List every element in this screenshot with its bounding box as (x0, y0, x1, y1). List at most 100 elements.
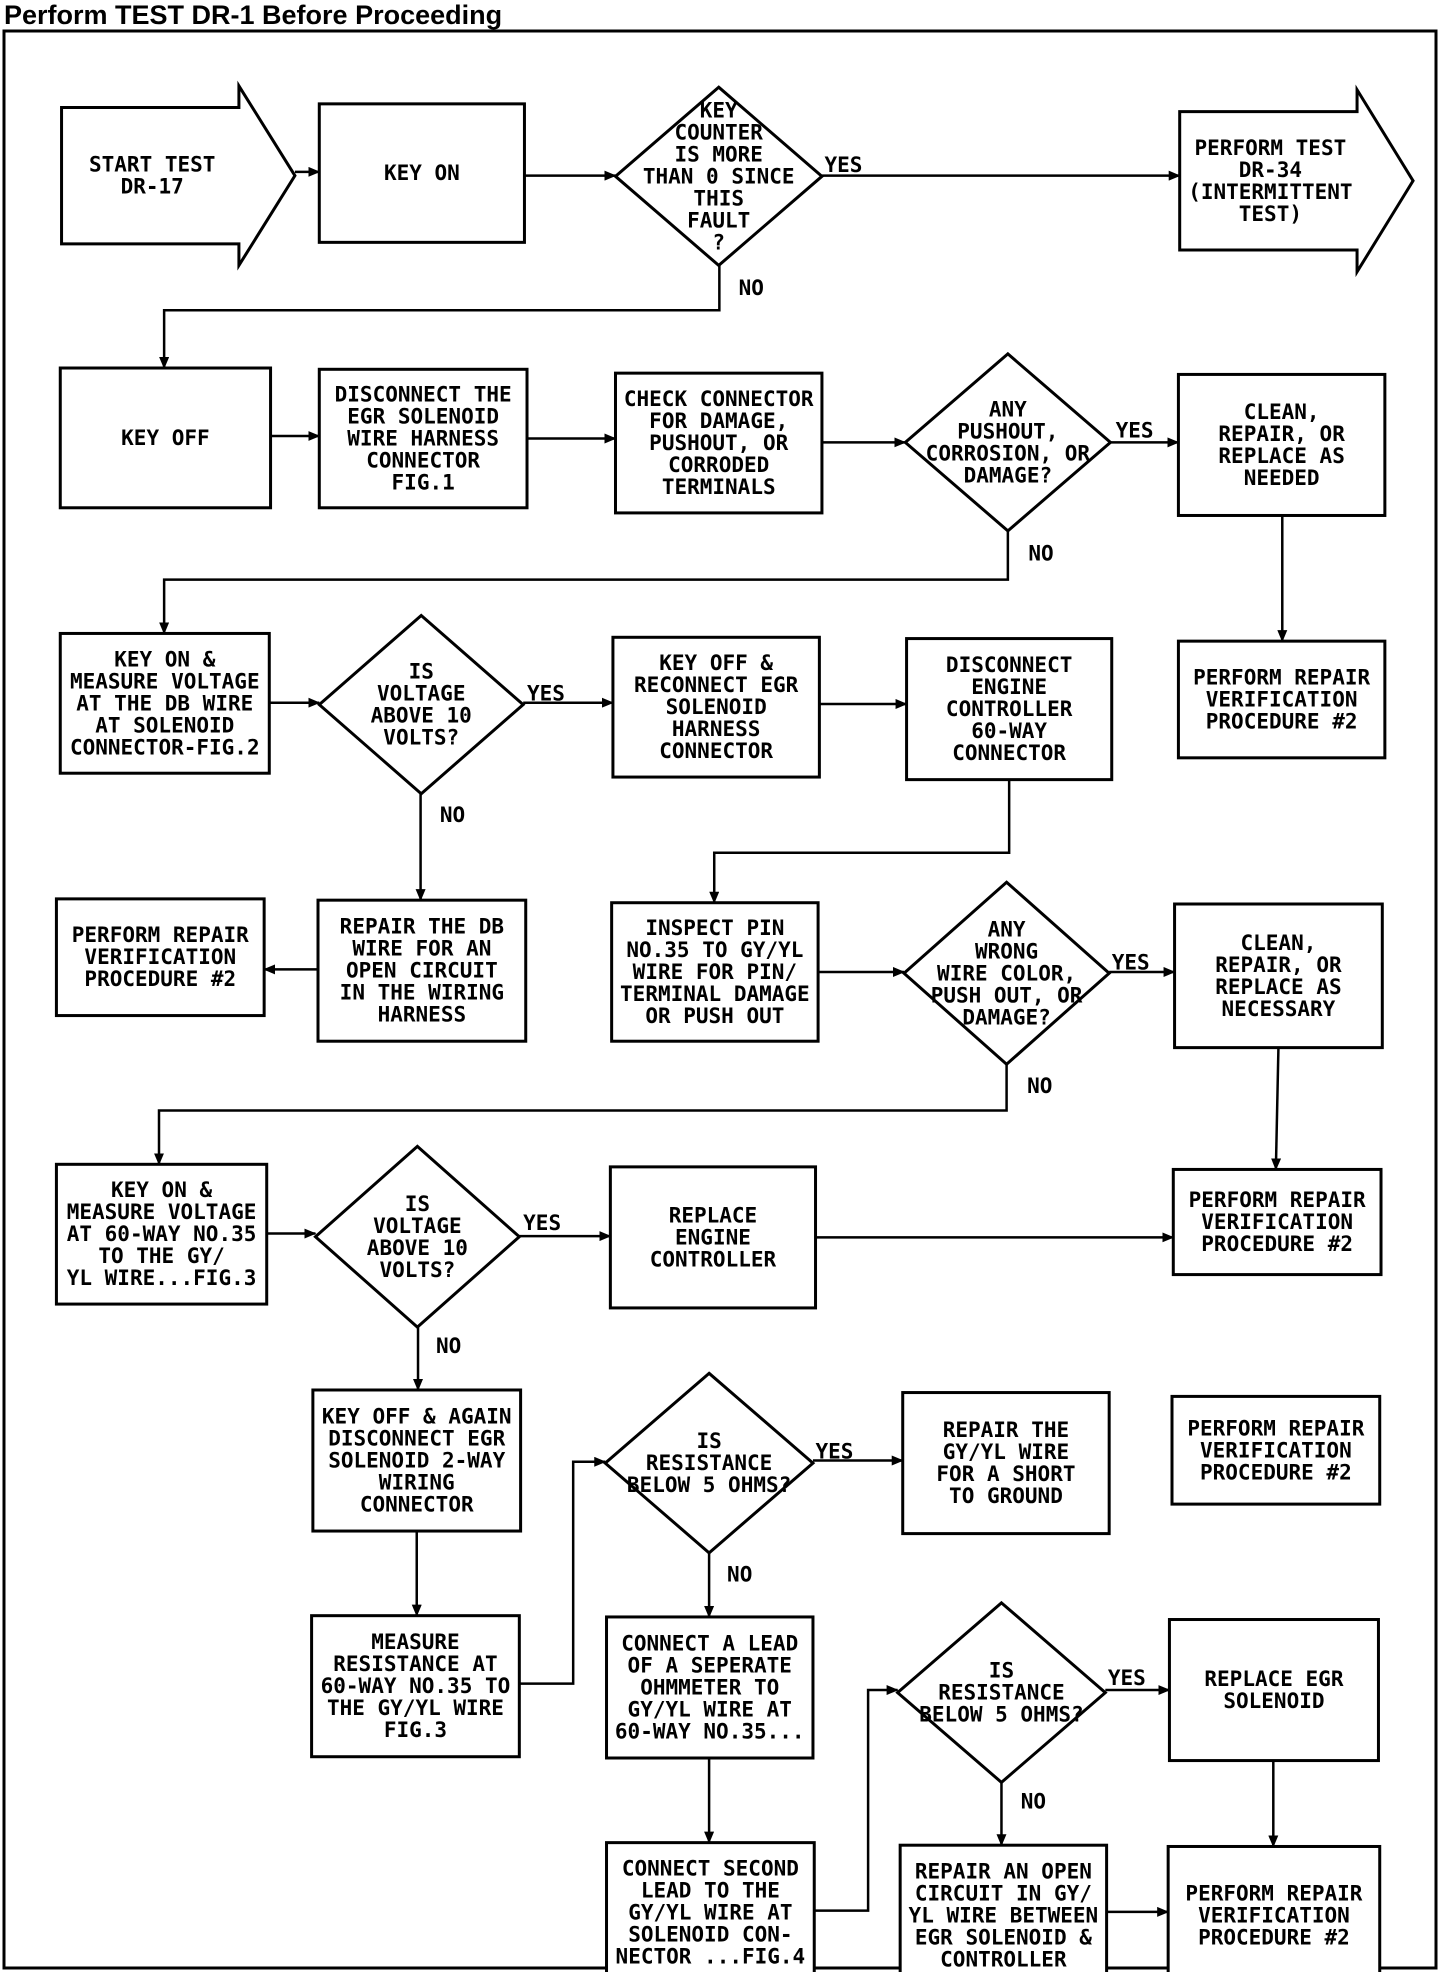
node-text-line: IS (696, 1429, 721, 1453)
node-text-line: CHECK CONNECTOR (624, 387, 814, 411)
node-text-line: CONNECTOR (952, 741, 1066, 765)
node-text-line: VERIFICATION (1206, 687, 1358, 711)
node-text-line: OPEN CIRCUIT (346, 959, 498, 983)
check-connector-box (613, 371, 824, 515)
node-text-line: WRONG (975, 939, 1038, 963)
node-text-line: IN THE WIRING (340, 981, 504, 1005)
node-text-line: OR PUSH OUT (645, 1004, 784, 1028)
perform-repair-3-box (1171, 1167, 1383, 1277)
node-disconnect-engine: DISCONNECTENGINECONTROLLER60-WAYCONNECTO… (905, 637, 1114, 782)
connector-arrow (159, 530, 1010, 635)
node-text-line: PROCEDURE #2 (84, 967, 236, 991)
key-on-box (317, 102, 526, 244)
node-text-line: 60-WAY NO.35... (615, 1719, 805, 1743)
reconnect-egr-box (611, 635, 821, 779)
node-text-line: REPAIR THE (943, 1418, 1069, 1442)
node-text-line: FOR A SHORT (936, 1462, 1075, 1486)
edge-label-yes: YES (816, 1439, 854, 1463)
node-text-line: DR-17 (121, 175, 184, 199)
node-text-line: DISCONNECT EGR (328, 1427, 505, 1451)
voltage-above-1-diamond (317, 613, 526, 796)
edge-label-yes: YES (1112, 951, 1150, 975)
node-text-line: MEASURE (371, 1630, 460, 1654)
node-text-line: GY/YL WIRE (943, 1440, 1069, 1464)
node-text-line: VERIFICATION (1200, 1438, 1352, 1462)
perform-repair-5-box (1166, 1844, 1382, 1972)
perform-dr34-arrow-shape (1178, 84, 1415, 278)
node-text-line: OHMMETER TO (640, 1675, 779, 1699)
node-text-line: CONTROLLER (946, 697, 1073, 721)
node-text-line: ANY (988, 917, 1026, 941)
node-text-line: COUNTER (674, 120, 763, 144)
edge-label-no: NO (1028, 542, 1053, 566)
node-text-line: ENGINE (971, 675, 1047, 699)
node-key-on: KEY ON (317, 102, 526, 244)
node-text-line: NEEDED (1244, 466, 1320, 490)
node-text-line: REPAIR AN OPEN (915, 1860, 1092, 1884)
node-text-line: KEY (700, 98, 738, 122)
node-text-line: CONNECTOR (360, 1493, 474, 1517)
node-text-line: KEY OFF & AGAIN (322, 1405, 512, 1429)
node-text-line: KEY ON & (114, 647, 216, 671)
node-text-line: PERFORM TEST (1195, 136, 1347, 160)
node-text-line: MEASURE VOLTAGE (70, 669, 260, 693)
edge-label-no: NO (739, 276, 764, 300)
node-text-line: WIRE HARNESS (347, 427, 499, 451)
perform-repair-2-box (54, 897, 266, 1018)
repair-open-box (898, 1843, 1109, 1972)
node-text-line: TEST) (1239, 202, 1302, 226)
edge-label-yes: YES (825, 153, 863, 177)
node-text-line: TO GROUND (949, 1484, 1063, 1508)
replace-controller-box (608, 1165, 818, 1310)
node-text-line: DAMAGE? (964, 463, 1053, 487)
node-text-line: REPLACE (669, 1203, 758, 1227)
measure-db-box (58, 631, 271, 775)
node-text-line: PERFORM REPAIR (1187, 1416, 1364, 1440)
node-text-line: SOLENOID (666, 695, 767, 719)
node-text-line: WIRE COLOR, (937, 961, 1076, 985)
measure-resistance-box (310, 1614, 521, 1759)
node-text-line: CLEAN, (1244, 400, 1320, 424)
node-text-line: THIS (693, 186, 744, 210)
node-text-line: WIRING (379, 1471, 455, 1495)
any-pushout-diamond (902, 351, 1113, 533)
node-text-line: RESISTANCE (938, 1681, 1064, 1705)
node-text-line: AT 60-WAY NO.35 (67, 1222, 257, 1246)
node-text-line: CONTROLLER (940, 1948, 1067, 1972)
edge-label-no: NO (1021, 1789, 1046, 1813)
inspect-pin-box (610, 901, 820, 1043)
node-text-line: RESISTANCE (646, 1451, 772, 1475)
node-text-line: MEASURE VOLTAGE (67, 1200, 257, 1224)
node-key-off: KEY OFF (58, 366, 273, 510)
node-text-line: HARNESS (672, 717, 761, 741)
voltage-above-2-diamond (313, 1144, 522, 1330)
node-text-line: CONTROLLER (650, 1247, 777, 1271)
node-text-line: DAMAGE? (962, 1005, 1051, 1029)
node-text-line: VERIFICATION (1198, 1904, 1350, 1928)
node-text-line: CONNECTOR (366, 449, 480, 473)
node-text-line: SOLENOID 2-WAY (328, 1449, 505, 1473)
resistance-2-diamond (895, 1600, 1108, 1785)
node-text-line: THE GY/YL WIRE (327, 1696, 504, 1720)
connector-arrow (159, 265, 721, 370)
node-text-line: ? (712, 230, 725, 254)
node-text-line: WIRE FOR AN (352, 937, 491, 961)
node-text-line: PERFORM REPAIR (1185, 1882, 1362, 1906)
connector-arrow (814, 1685, 899, 1912)
key-off-again-box (311, 1388, 523, 1533)
node-text-line: PUSH OUT, OR (931, 983, 1083, 1007)
repair-short-box (901, 1391, 1111, 1536)
node-text-line: NO.35 TO GY/YL (626, 938, 803, 962)
node-text-line: BELOW 5 OHMS? (919, 1703, 1083, 1727)
node-text-line: REPAIR, OR (1215, 953, 1342, 977)
edge-label-no: NO (1027, 1074, 1052, 1098)
node-text-line: CONNECT SECOND (622, 1857, 799, 1881)
